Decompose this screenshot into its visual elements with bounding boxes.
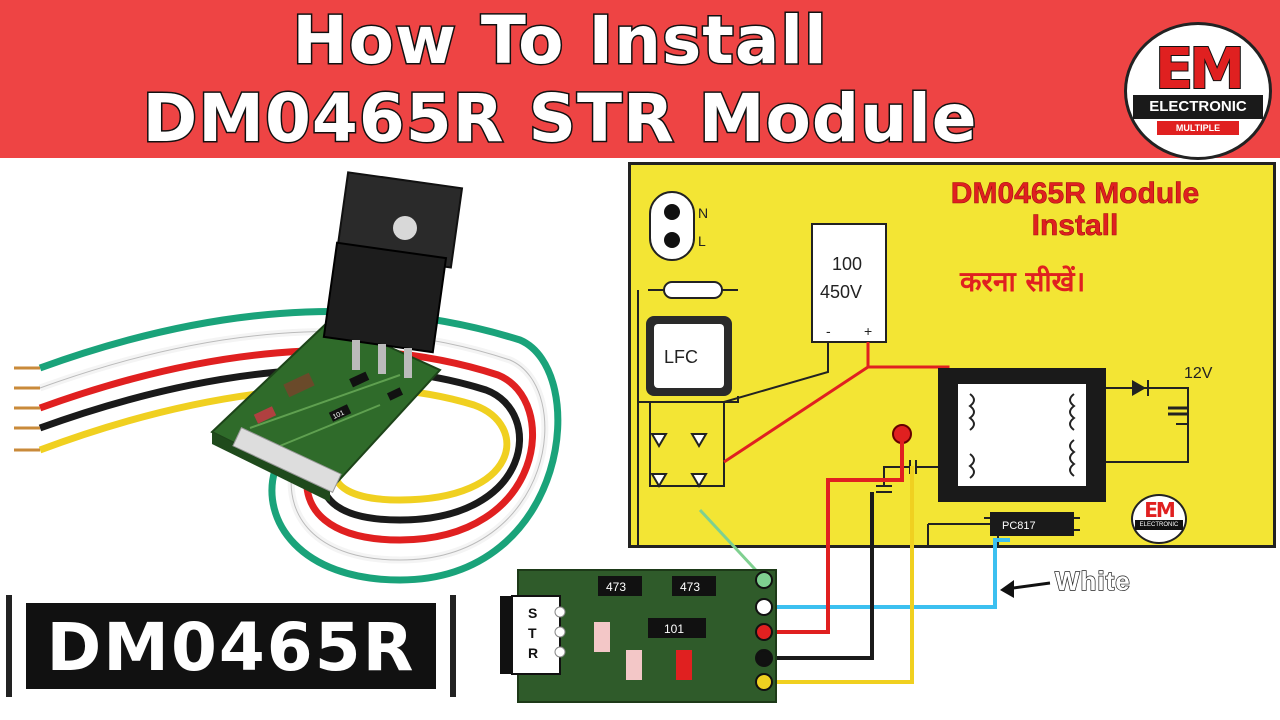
title-line-1: How To Install xyxy=(291,1,828,81)
resistor-label-3: 101 xyxy=(664,622,684,636)
wire-yellow xyxy=(38,384,511,504)
circuit-diagram: N L LFC 100 450V - + 12V PC817 xyxy=(637,191,1213,547)
header-banner xyxy=(0,0,1280,158)
white-wire-label: White xyxy=(1054,565,1131,596)
neutral-label: N xyxy=(698,205,708,221)
board-title: DM0465R Module Install xyxy=(950,177,1200,242)
model-badge-inner: DM0465R xyxy=(26,603,436,689)
str-chip-label-s: S xyxy=(528,605,537,621)
logo-mark: EM xyxy=(1154,36,1246,103)
str-module-diagram: S T R 473 473 101 xyxy=(500,569,777,703)
resistor-label-2: 473 xyxy=(680,580,700,594)
board-hindi-caption: करना सीखें। xyxy=(960,265,1086,298)
photo-resistor-label: 101 xyxy=(332,410,346,421)
lfc-label: LFC xyxy=(664,347,698,367)
capacitor-voltage: 450V xyxy=(820,282,862,302)
optocoupler-label: PC817 xyxy=(1002,520,1036,532)
board-mini-logo: EM ELECTRONIC xyxy=(1131,494,1187,544)
wire-white-outline xyxy=(39,331,546,561)
live-label: L xyxy=(698,233,706,249)
model-badge-text: DM0465R xyxy=(46,609,416,686)
title-line-2: DM0465R STR Module xyxy=(141,79,978,159)
str-chip-label-r: R xyxy=(528,645,538,661)
logo-word: ELECTRONIC xyxy=(1133,95,1263,119)
wire-black-conn xyxy=(765,492,874,660)
wire-red-conn xyxy=(765,440,904,634)
arrow-icon xyxy=(1000,580,1014,598)
mini-logo-word: ELECTRONIC xyxy=(1135,520,1183,530)
wire-yellow-conn xyxy=(765,466,914,684)
str-chip-label-t: T xyxy=(528,625,537,641)
wire-red xyxy=(38,346,537,544)
capacitor-minus: - xyxy=(826,323,831,339)
module-photo: 101 xyxy=(14,171,562,584)
logo-sub: MULTIPLE xyxy=(1157,121,1239,135)
capacitor-value: 100 xyxy=(832,254,862,274)
wire-green-conn xyxy=(698,508,767,582)
resistor-label-1: 473 xyxy=(606,580,626,594)
channel-logo: EM ELECTRONIC MULTIPLE xyxy=(1124,22,1272,160)
output-voltage-label: 12V xyxy=(1184,365,1213,382)
wire-green xyxy=(38,308,562,584)
model-badge: DM0465R xyxy=(6,595,456,697)
wire-blue-conn xyxy=(765,538,1010,609)
mini-logo-mark: EM xyxy=(1144,498,1176,522)
wire-black xyxy=(38,365,523,524)
capacitor-plus: + xyxy=(864,323,872,339)
